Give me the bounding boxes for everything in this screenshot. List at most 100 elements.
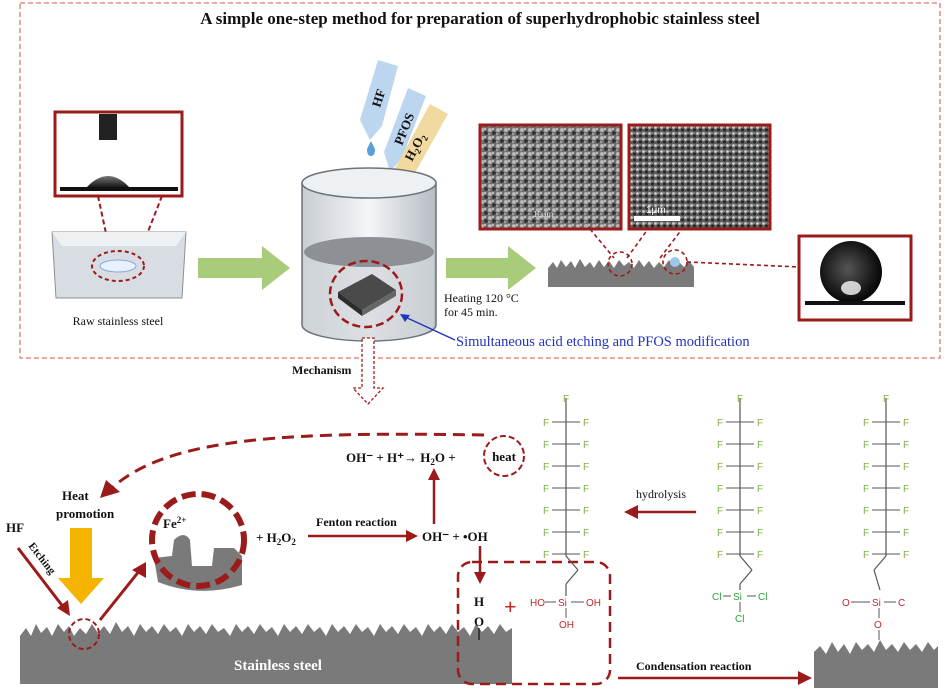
- hydrolysis-arrowhead: [624, 505, 638, 519]
- neutralization-equation: OH⁻ + H⁺→ H2O +: [346, 450, 456, 467]
- svg-text:Cl: Cl: [735, 614, 744, 625]
- fluorine-atom: F: [863, 418, 869, 429]
- fluorine-atom: F: [757, 418, 763, 429]
- fluorine-atom: F: [583, 528, 589, 539]
- superhydrophobic-droplet-inset: [797, 234, 913, 322]
- fluorine-atom: F: [903, 484, 909, 495]
- fluorine-atom: F: [757, 462, 763, 473]
- pointer-arrow: [402, 315, 456, 341]
- zoom-line: [97, 195, 111, 253]
- process-caption: Simultaneous acid etching and PFOS modif…: [456, 334, 750, 350]
- raw-steel-label: Raw stainless steel: [73, 314, 164, 328]
- beaker: [301, 167, 437, 342]
- etching-label: Etching: [26, 540, 58, 577]
- fluorine-atom: F: [757, 506, 763, 517]
- sem-image-high-mag: 1μm: [627, 123, 772, 231]
- sem-image-low-mag: 10μm: [478, 123, 623, 231]
- hf-pipette: HF: [360, 60, 398, 156]
- svg-text:Si: Si: [872, 598, 881, 609]
- heating-label: Heating 120 °C: [444, 291, 519, 305]
- zoom-line: [686, 261, 801, 268]
- fluorine-atom: F: [903, 462, 909, 473]
- steel-sample-in-beaker: [338, 274, 396, 316]
- heat-label: Heat: [62, 488, 89, 503]
- svg-text:Si: Si: [733, 592, 742, 603]
- zoom-line: [589, 228, 615, 259]
- hf-label: HF: [6, 520, 24, 535]
- figure-title: A simple one-step method for preparation…: [200, 9, 760, 28]
- heat-feedback-arrow: [110, 432, 485, 490]
- substrate-label: Stainless steel: [234, 658, 322, 674]
- modified-substrate: [814, 640, 938, 688]
- plus-sign: +: [504, 594, 517, 619]
- fluorine-atom: F: [757, 528, 763, 539]
- fluorine-atom: F: [543, 440, 549, 451]
- fluorine-atom: F: [863, 462, 869, 473]
- fluorine-atom: F: [543, 550, 549, 561]
- svg-text:H2O2: H2O2: [401, 130, 430, 164]
- radical-products: OH⁻ + •OH: [422, 529, 488, 544]
- fluorine-atom: F: [717, 506, 723, 517]
- fluorine-atom: F: [757, 440, 763, 451]
- fluorine-atom: F: [863, 550, 869, 561]
- fluorine-atom: F: [583, 550, 589, 561]
- svg-text:C: C: [898, 598, 905, 609]
- method-frame: [19, 2, 941, 359]
- etching-arrowhead: [57, 600, 70, 616]
- reaction-box: [456, 560, 612, 686]
- fluorine-atom: F: [717, 528, 723, 539]
- promotion-label: promotion: [56, 506, 115, 521]
- fluorine-atom: F: [583, 418, 589, 429]
- treated-steel: [548, 249, 694, 287]
- heat-circle: [483, 435, 525, 477]
- fluorine-atom: F: [903, 528, 909, 539]
- fluorine-atom: F: [863, 484, 869, 495]
- fluorine-atom: F: [717, 484, 723, 495]
- fluorine-atom: F: [883, 394, 889, 405]
- heating-duration: for 45 min.: [444, 305, 498, 319]
- svg-text:OH: OH: [586, 598, 601, 609]
- fluorine-atom: F: [737, 394, 743, 405]
- svg-text:OH: OH: [559, 620, 574, 631]
- zoom-line: [659, 228, 683, 259]
- etching-arrow: [16, 547, 66, 609]
- svg-text:Fe2+: Fe2+: [163, 515, 186, 531]
- raw-contact-angle-inset: [53, 110, 184, 198]
- fluorine-atom: F: [717, 550, 723, 561]
- down-arrowhead: [474, 572, 486, 584]
- hydrolysis-label: hydrolysis: [636, 487, 686, 501]
- fluorine-atom: F: [717, 440, 723, 451]
- fe-pit-inset: Fe2+: [149, 491, 247, 591]
- water-h: H: [474, 594, 484, 609]
- fluorine-atom: F: [563, 394, 569, 405]
- fenton-arrowhead: [406, 530, 418, 542]
- up-arrowhead: [428, 468, 440, 480]
- fenton-label: Fenton reaction: [316, 515, 397, 529]
- fluorine-atom: F: [543, 418, 549, 429]
- fluorine-atom: F: [543, 528, 549, 539]
- zoom-arrowhead: [132, 562, 146, 578]
- condensation-label: Condensation reaction: [636, 659, 752, 673]
- svg-text:O: O: [842, 598, 850, 609]
- fluorine-atom: F: [903, 418, 909, 429]
- svg-text:Si: Si: [558, 598, 567, 609]
- svg-text:Cl: Cl: [712, 592, 721, 603]
- svg-text:1μm: 1μm: [646, 205, 666, 216]
- condensation-arrowhead: [798, 671, 812, 685]
- process-arrow: [446, 246, 536, 290]
- heat-feedback-arrowhead: [100, 480, 120, 498]
- svg-text:10μm: 10μm: [533, 210, 554, 219]
- fluorine-atom: F: [903, 440, 909, 451]
- fluorine-atom: F: [717, 462, 723, 473]
- fluorine-atom: F: [863, 506, 869, 517]
- heat-promotion-arrow: [58, 528, 104, 604]
- fluorine-atom: F: [863, 528, 869, 539]
- svg-text:Cl: Cl: [758, 592, 767, 603]
- svg-text:O: O: [874, 620, 882, 631]
- mechanism-label: Mechanism: [292, 363, 351, 377]
- fluorine-atom: F: [543, 462, 549, 473]
- fluorine-atom: F: [583, 440, 589, 451]
